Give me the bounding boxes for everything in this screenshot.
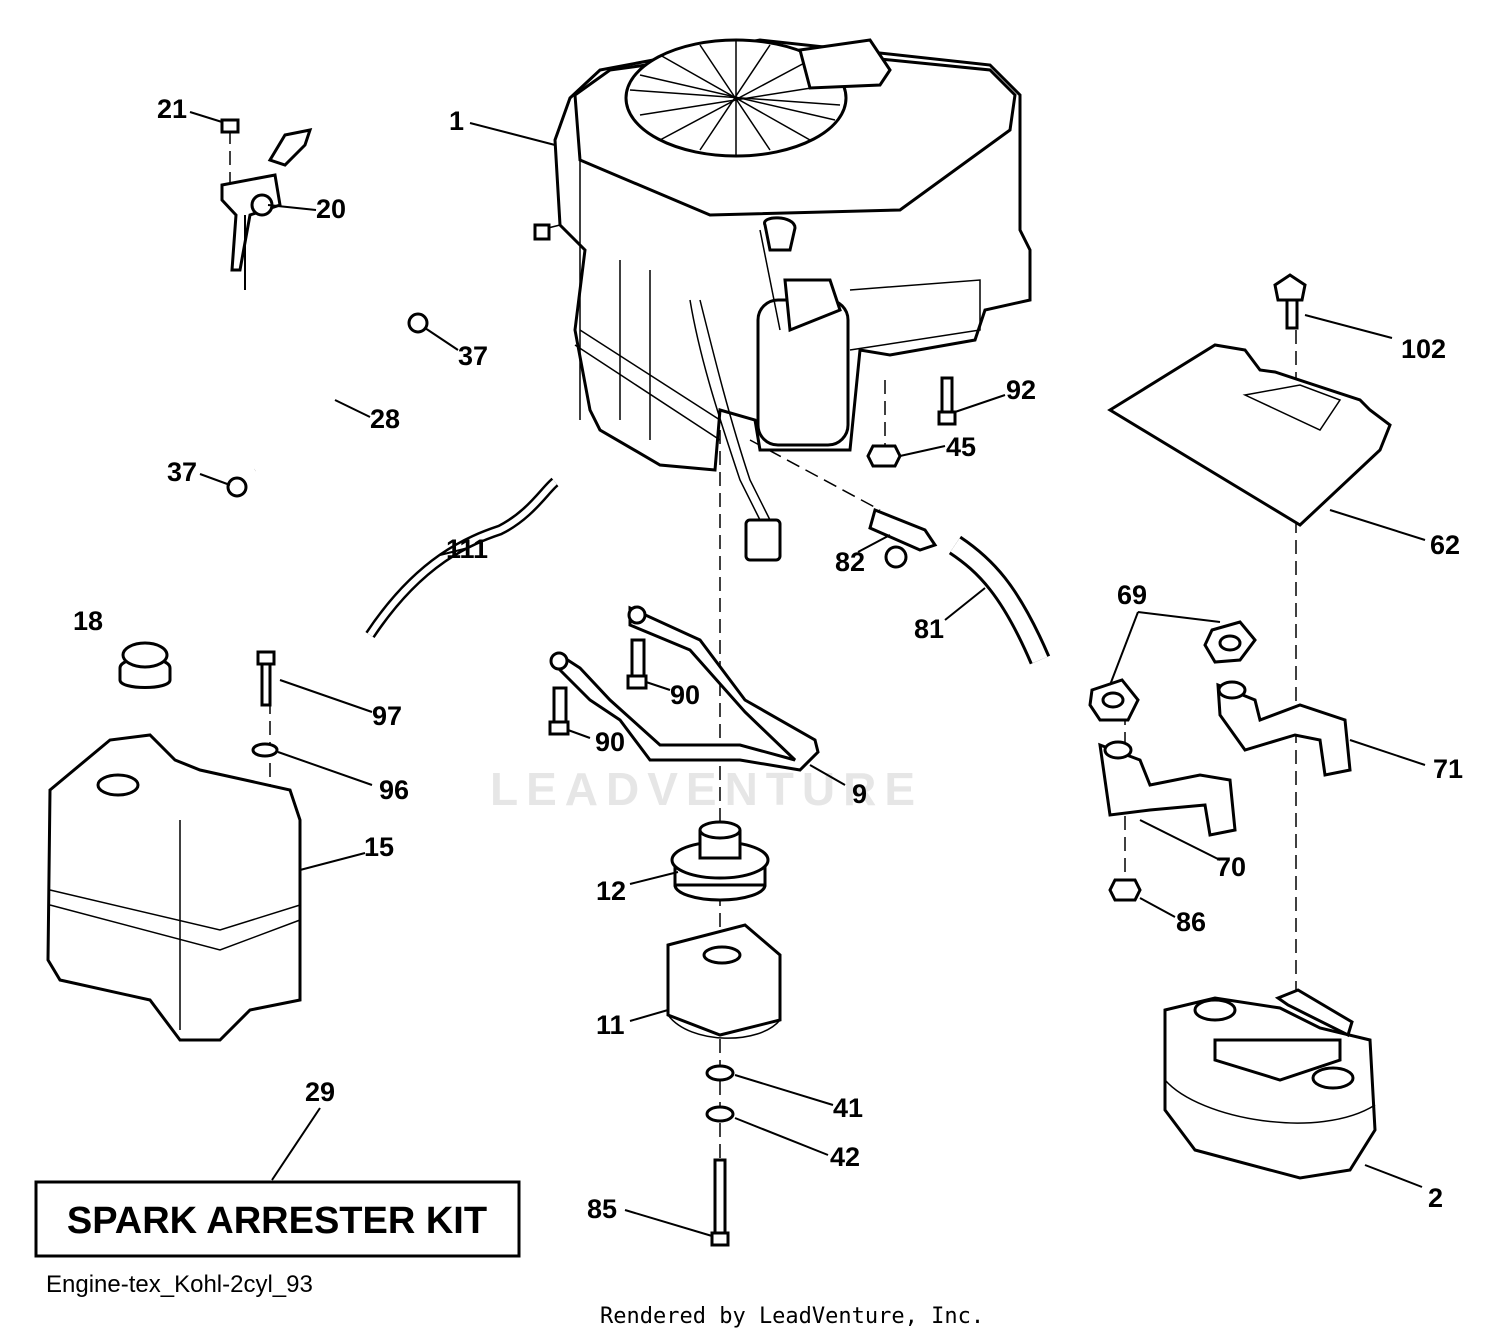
part-label-29: 29 bbox=[305, 1077, 335, 1107]
pulley bbox=[670, 820, 770, 902]
fuel-cap bbox=[118, 641, 172, 689]
leader-lines bbox=[189, 111, 1426, 1237]
part-label-111: 111 bbox=[446, 534, 488, 564]
part-labels: 1 2 9 11 12 15 18 20 21 28 29 37 37 41 4… bbox=[73, 94, 1463, 1224]
spark-arrester-kit-label: SPARK ARRESTER KIT bbox=[67, 1200, 487, 1242]
part-label-82: 82 bbox=[835, 547, 865, 577]
part-label-97: 97 bbox=[372, 701, 402, 731]
render-credit: Rendered by LeadVenture, Inc. bbox=[600, 1304, 984, 1329]
bolt-92-nut-45 bbox=[866, 376, 957, 468]
part-label-12: 12 bbox=[596, 876, 626, 906]
part-label-69: 69 bbox=[1117, 580, 1147, 610]
drain-fitting bbox=[868, 507, 1051, 665]
part-label-62: 62 bbox=[1430, 530, 1460, 560]
part-label-42: 42 bbox=[830, 1142, 860, 1172]
part-label-86: 86 bbox=[1176, 907, 1206, 937]
bracket-9 bbox=[548, 605, 820, 772]
part-label-71: 71 bbox=[1433, 754, 1463, 784]
fuel-line bbox=[226, 312, 429, 498]
part-label-1: 1 bbox=[449, 106, 464, 136]
part-label-2: 2 bbox=[1428, 1183, 1443, 1213]
part-label-96: 96 bbox=[379, 775, 409, 805]
hose-111 bbox=[365, 477, 559, 639]
part-label-92: 92 bbox=[1006, 375, 1036, 405]
part-label-81: 81 bbox=[914, 614, 944, 644]
part-label-90-lower: 90 bbox=[595, 727, 625, 757]
throttle-control bbox=[220, 118, 313, 290]
part-label-28: 28 bbox=[370, 404, 400, 434]
part-label-11: 11 bbox=[596, 1010, 625, 1040]
washers-and-bolt bbox=[705, 1064, 735, 1247]
heat-shield bbox=[1107, 273, 1392, 527]
part-label-70: 70 bbox=[1216, 852, 1246, 882]
fuel-tank bbox=[46, 733, 302, 1042]
engine bbox=[533, 38, 1032, 562]
exhaust-pipes bbox=[1088, 620, 1352, 837]
part-label-9: 9 bbox=[852, 779, 867, 809]
watermark-text: LEADVENTURE bbox=[490, 763, 923, 815]
part-label-85: 85 bbox=[587, 1194, 617, 1224]
muffler bbox=[1163, 988, 1377, 1180]
part-label-37-upper: 37 bbox=[458, 341, 488, 371]
part-label-45: 45 bbox=[946, 432, 976, 462]
part-label-20: 20 bbox=[316, 194, 346, 224]
part-label-15: 15 bbox=[364, 832, 394, 862]
nut-86 bbox=[1108, 878, 1142, 902]
tank-screw bbox=[251, 650, 279, 758]
part-label-21: 21 bbox=[157, 94, 187, 124]
part-label-41: 41 bbox=[833, 1093, 863, 1123]
part-label-18: 18 bbox=[73, 606, 103, 636]
drawing-id: Engine-tex_Kohl-2cyl_93 bbox=[46, 1271, 313, 1298]
spark-arrester-kit-box: SPARK ARRESTER KIT bbox=[34, 1180, 521, 1258]
part-label-102: 102 bbox=[1401, 334, 1446, 364]
part-label-90-upper: 90 bbox=[670, 680, 700, 710]
part-label-37-lower: 37 bbox=[167, 457, 197, 487]
pto-clutch bbox=[666, 923, 782, 1039]
